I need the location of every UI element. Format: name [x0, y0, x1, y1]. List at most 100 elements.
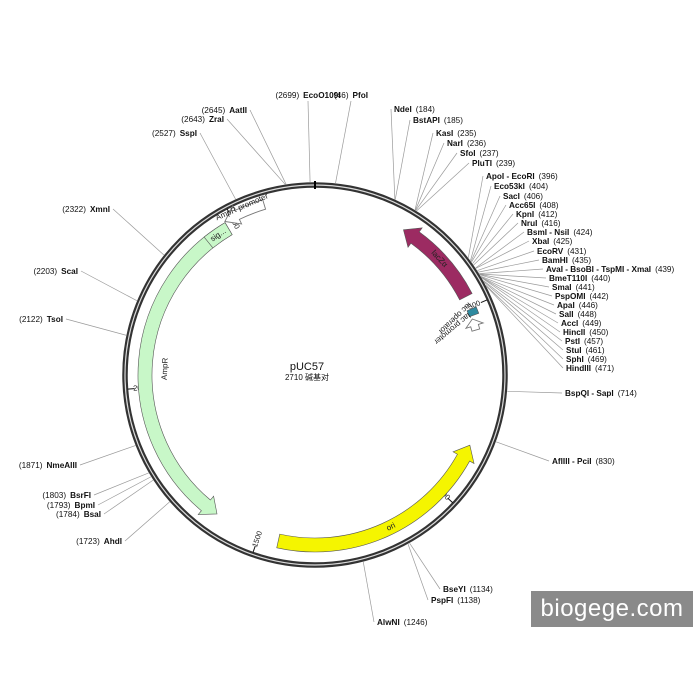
site-position: (1138) [457, 596, 480, 605]
site-name: AvaI - BsoBI - TspMI - XmaI [546, 265, 651, 274]
site-position: (237) [479, 149, 498, 158]
site-label: XbaI(425) [532, 237, 573, 246]
site-name: SspI [180, 129, 197, 138]
site-connector [507, 390, 563, 394]
site-position: (2643) [181, 115, 205, 124]
site-label: KpnI(412) [516, 210, 558, 219]
site-label: (1871)NmeAIII [19, 461, 77, 470]
site-connector [480, 275, 555, 306]
site-name: PspFI [431, 596, 453, 605]
site-name: SalI [559, 310, 574, 319]
site-position: (2122) [19, 315, 43, 324]
site-nrui: NruI(416) [473, 219, 561, 266]
restriction-sites: (2699)EcoO109I(46)PfoINdeI(184)BstAPI(18… [19, 91, 675, 627]
site-bmet110i: BmeT110I(440) [479, 273, 611, 283]
site-position: (416) [541, 219, 560, 228]
site-label: Eco53kI(404) [494, 182, 548, 191]
site-name: BsaI [84, 510, 101, 519]
site-name: ApaI [557, 301, 575, 310]
site-name: SacI [503, 192, 520, 201]
site-name: ScaI [61, 267, 78, 276]
site-label: AvaI - BsoBI - TspMI - XmaI(439) [546, 265, 674, 274]
site-label: (2527) SspI [152, 129, 197, 138]
site-sali: SalI(448) [481, 276, 597, 319]
watermark: biogege.com [531, 591, 693, 627]
site-connector [483, 281, 564, 351]
feature-lac-operator [466, 306, 480, 318]
site-name: BspQI - SapI [565, 389, 614, 398]
site-connector [79, 445, 136, 466]
site-label: PspOMI(442) [555, 292, 609, 301]
site-connector [394, 119, 411, 200]
site-bamhi: BamHI(435) [478, 256, 591, 273]
site-xmni: (2322)XmnI [62, 205, 165, 256]
site-label: (1723)AhdI [76, 537, 122, 546]
site-alwni: AlwNI(1246) [362, 561, 428, 627]
site-connector [470, 185, 492, 261]
site-ecorv: EcoRV(431) [477, 247, 587, 271]
site-position: (1793) [47, 501, 71, 510]
site-label: StuI(461) [566, 346, 605, 355]
tick-1500 [252, 545, 256, 553]
site-position: (1134) [470, 585, 493, 594]
site-connector [80, 270, 138, 301]
site-name: ApoI - EcoRI [486, 172, 535, 181]
site-position: (2322) [62, 205, 86, 214]
site-label: (1793) BpmI [47, 501, 95, 510]
site-position: (469) [588, 355, 607, 364]
site-name: NdeI [394, 105, 412, 114]
tick-500 [480, 299, 488, 304]
site-connector [335, 100, 352, 184]
site-label: BspQI - SapI(714) [565, 389, 637, 398]
site-position: (396) [539, 172, 558, 181]
site-label: KasI(235) [436, 129, 477, 138]
site-psti: PstI(457) [483, 280, 603, 346]
site-label: BamHI(435) [542, 256, 591, 265]
site-label: NdeI(184) [394, 105, 435, 114]
site-position: (2527) [152, 129, 176, 138]
site-name: BamHI [542, 256, 568, 265]
site-nari: NarI(236) [415, 139, 486, 211]
site-name: BpmI [75, 501, 95, 510]
site-label: (2645)AatII [202, 106, 247, 115]
site-bsai: (1784)BsaI [56, 479, 154, 519]
site-label: SmaI(441) [552, 283, 595, 292]
site-connector [470, 195, 501, 262]
site-connector [479, 273, 547, 279]
site-connector [475, 231, 525, 269]
site-position: (425) [553, 237, 572, 246]
site-aatii: (2645)AatII [202, 106, 287, 185]
site-connector [475, 240, 530, 269]
site-name: HincII [563, 328, 585, 337]
site-label: NruI(416) [521, 219, 561, 228]
site-label: (2122)TsoI [19, 315, 63, 324]
site-label: AccI(449) [561, 319, 602, 328]
site-label: PstI(457) [565, 337, 603, 346]
site-connector [472, 213, 514, 264]
site-sfoi: SfoI(237) [415, 149, 499, 211]
site-label: AlwNI(1246) [377, 618, 428, 627]
site-apai: ApaI(446) [480, 275, 598, 310]
site-avai-bsobi-tspmi-xmai: AvaI - BsoBI - TspMI - XmaI(439) [479, 265, 674, 274]
site-name: BmeT110I [549, 274, 587, 283]
feature-lacz [403, 227, 473, 301]
site-name: SphI [566, 355, 584, 364]
plasmid-center: pUC57 2710 碱基对 [285, 361, 329, 382]
site-connector [481, 276, 557, 315]
site-label: BstAPI(185) [413, 116, 463, 125]
site-connector [112, 208, 165, 256]
tick-label-1500: 1500 [250, 530, 264, 549]
site-smai: SmaI(441) [479, 274, 595, 292]
site-position: (1246) [404, 618, 428, 627]
site-connector [495, 441, 550, 462]
site-connector [103, 479, 154, 515]
site-connector [249, 109, 287, 185]
site-label: SalI(448) [559, 310, 597, 319]
site-position: (449) [582, 319, 601, 328]
site-label: PspFI (1138) [431, 596, 481, 605]
site-position: (235) [457, 129, 476, 138]
site-connector [477, 250, 535, 271]
site-label: SacI(406) [503, 192, 543, 201]
site-connector [483, 280, 563, 342]
site-label: Acc65I(408) [509, 201, 559, 210]
